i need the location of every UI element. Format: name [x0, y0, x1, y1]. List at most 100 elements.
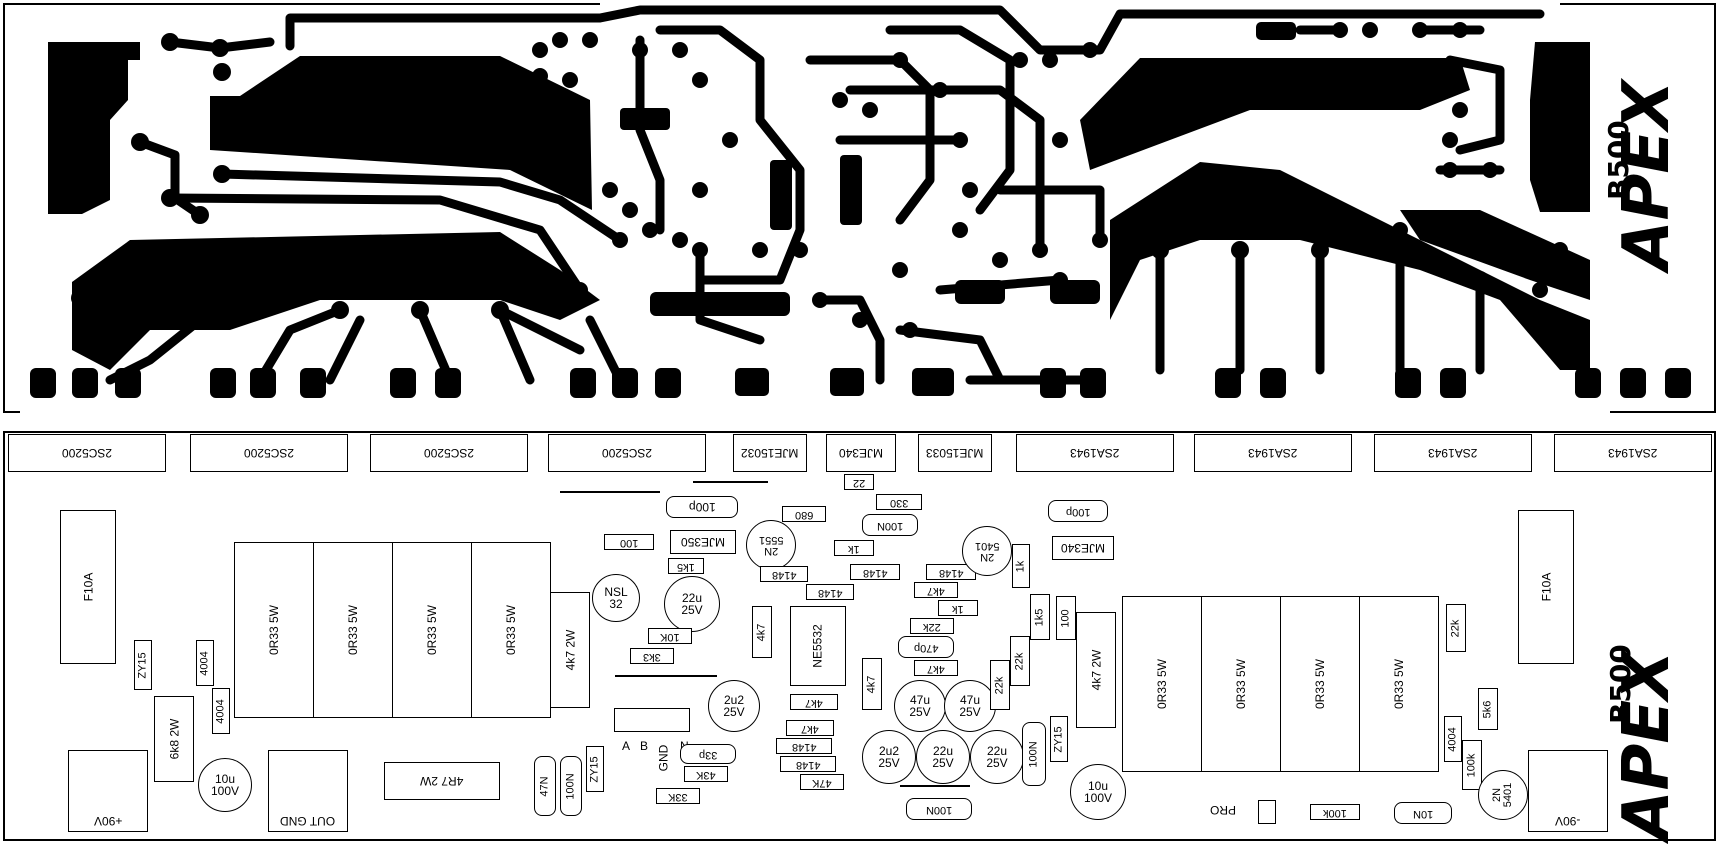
- resistor-0r33-r4: 0R33 5W: [1359, 596, 1439, 772]
- capacitor-label: 100p: [1065, 505, 1091, 518]
- resistor-0r33-r1: 0R33 5W: [1122, 596, 1202, 772]
- resistor-label: 43K: [696, 768, 716, 781]
- capacitor-label: 10u 100V: [1083, 779, 1113, 805]
- transistor-label: 2SA1943: [1428, 446, 1478, 460]
- diode-label: 4004: [214, 698, 227, 724]
- resistor-label: 1k5: [677, 560, 695, 573]
- resistor-label: 22k: [1013, 652, 1026, 670]
- resistor-label: 10K: [660, 630, 680, 643]
- terminal-minus90v: -90V: [1528, 750, 1608, 832]
- resistor-1k5-left: 1k5: [668, 558, 704, 574]
- terminal-out-gnd: OUT GND: [268, 750, 348, 832]
- capacitor-label: 100N: [925, 803, 953, 816]
- pin-label-gnd: GND: [656, 744, 671, 772]
- input-connector: [614, 708, 690, 732]
- resistor-33k: 33K: [656, 788, 700, 804]
- resistor-0r33-r2: 0R33 5W: [1201, 596, 1281, 772]
- resistor-22k-c: 22k: [990, 660, 1010, 710]
- resistor-label: 47K: [812, 776, 832, 789]
- resistor-22k-d: 22k: [1446, 604, 1466, 652]
- capacitor-label: 47u 25V: [909, 693, 931, 719]
- capacitor-label: 470p: [913, 641, 939, 654]
- diode-label: 4148: [862, 566, 888, 579]
- resistor-label: 4k7: [805, 696, 823, 709]
- capacitor-100n-c: 100N: [906, 798, 972, 820]
- diode-4148-a: 4148: [760, 566, 808, 582]
- resistor-label: 100k: [1323, 806, 1347, 819]
- resistor-label: 0R33 5W: [346, 604, 360, 656]
- copper-plane-right-lower: [1110, 162, 1590, 370]
- transistor-slot-9: 2SA1943: [1194, 434, 1352, 472]
- resistor-4r7-2w: 4R7 2W: [384, 762, 500, 800]
- resistor-label: 4k7: [927, 662, 945, 675]
- transistor-label: 2N 5551: [758, 534, 784, 557]
- resistor-label: 33K: [668, 790, 688, 803]
- resistor-4k7-2w-right: 4k7 2W: [1076, 612, 1116, 728]
- capacitor-100n-a: 100N: [560, 756, 582, 816]
- diode-label: 4148: [938, 566, 964, 579]
- diode-label: 4148: [795, 758, 821, 771]
- capacitor-100n-b: 100N: [862, 514, 918, 536]
- pro-jumper: [1258, 800, 1276, 824]
- transistor-slot-2: 2SC5200: [190, 434, 348, 472]
- capacitor-label: 2u2 25V: [723, 693, 745, 719]
- transistor-slot-11: 2SA1943: [1554, 434, 1712, 472]
- transistor-label: 2SC5200: [61, 446, 113, 460]
- transistor-2n5401-b: 2N 5401: [1478, 770, 1528, 820]
- resistor-330: 330: [876, 494, 922, 510]
- capacitor-22u-c: 22u 25V: [970, 730, 1024, 784]
- copper-plane-left-lower: [72, 232, 600, 370]
- resistor-47k: 47K: [800, 774, 844, 790]
- resistor-10k: 10K: [648, 628, 692, 644]
- resistor-label: 0R33 5W: [1313, 658, 1327, 710]
- capacitor-label: 22u 25V: [681, 591, 703, 617]
- transistor-slot-8: 2SA1943: [1016, 434, 1174, 472]
- zener-label: ZY15: [136, 651, 149, 679]
- copper-plane-left-upper: [210, 56, 592, 210]
- transistor-label: MJE15033: [926, 446, 984, 460]
- fuse-label: F10A: [1539, 572, 1553, 602]
- resistor-4k7-f: 4k7: [786, 720, 834, 736]
- capacitor-2u2-b: 2u2 25V: [862, 730, 916, 784]
- transistor-label: 2N 5401: [1490, 782, 1514, 808]
- resistor-22k-b: 22k: [1010, 636, 1030, 686]
- diode-label: 4148: [817, 586, 843, 599]
- transistor-slot-7: MJE15033: [918, 434, 992, 472]
- terminal-plus90v: +90V: [68, 750, 148, 832]
- terminal-label: -90V: [1555, 814, 1581, 828]
- transistor-label: 2SC5200: [601, 446, 653, 460]
- resistor-label: 0R33 5W: [1392, 658, 1406, 710]
- terminal-label: +90V: [93, 814, 123, 828]
- capacitor-label: 100N: [1027, 740, 1040, 768]
- capacitor-label: 10N: [1412, 807, 1434, 820]
- resistor-1k-b: 1k: [938, 600, 978, 616]
- fuse-left: F10A: [60, 510, 116, 664]
- resistor-label: 4k7: [755, 623, 768, 641]
- resistor-22: 22: [844, 474, 874, 490]
- copper-plane-right-upper: [1080, 58, 1470, 170]
- resistor-label: 4k7: [927, 584, 945, 597]
- copper-brand-block: APEX B500: [1602, 78, 1684, 275]
- transistor-label: MJE350: [680, 535, 726, 549]
- transistor-label: 2N 5401: [974, 540, 1000, 563]
- capacitor-label: 47u 25V: [959, 693, 981, 719]
- capacitor-47u-a: 47u 25V: [894, 680, 946, 732]
- capacitor-100p-left: 100p: [666, 496, 738, 518]
- capacitor-47n: 47N: [534, 756, 556, 816]
- resistor-label: 5k6: [1481, 700, 1494, 718]
- resistor-label: 330: [889, 496, 909, 509]
- resistor-4k7-a: 4k7: [752, 606, 772, 658]
- capacitor-470p: 470p: [898, 636, 954, 658]
- transistor-label: 2SA1943: [1608, 446, 1658, 460]
- capacitor-10n: 10N: [1394, 802, 1452, 824]
- diode-4148-c: 4148: [850, 564, 900, 580]
- resistor-22k-a: 22k: [910, 618, 954, 634]
- diode-4004-b: 4004: [212, 688, 230, 734]
- capacitor-label: 100N: [564, 772, 577, 800]
- board-outline-left: [3, 3, 600, 413]
- ic-label: NE5532: [811, 624, 825, 668]
- ic-ne5532: NE5532: [790, 606, 846, 686]
- resistor-4k7-e: 4k7: [790, 694, 838, 710]
- resistor-label: 100: [1059, 608, 1072, 628]
- board-outline-right: [1560, 3, 1716, 413]
